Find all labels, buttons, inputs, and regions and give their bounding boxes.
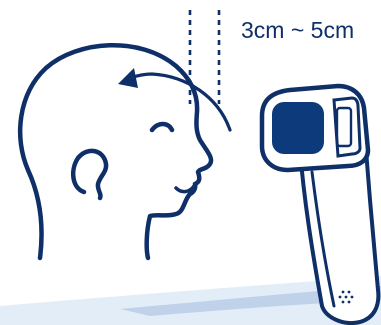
arrow-head [118,68,138,88]
forehead-scan-arrow-icon [118,68,230,130]
distance-range-label: 3cm ~ 5cm [241,16,354,44]
mouth [176,186,194,192]
arrow-shaft [130,74,230,130]
head-profile-icon [20,45,211,258]
ear [73,151,106,198]
closed-eye [152,124,172,130]
sensor-window [272,102,324,154]
head-outline [20,45,211,258]
